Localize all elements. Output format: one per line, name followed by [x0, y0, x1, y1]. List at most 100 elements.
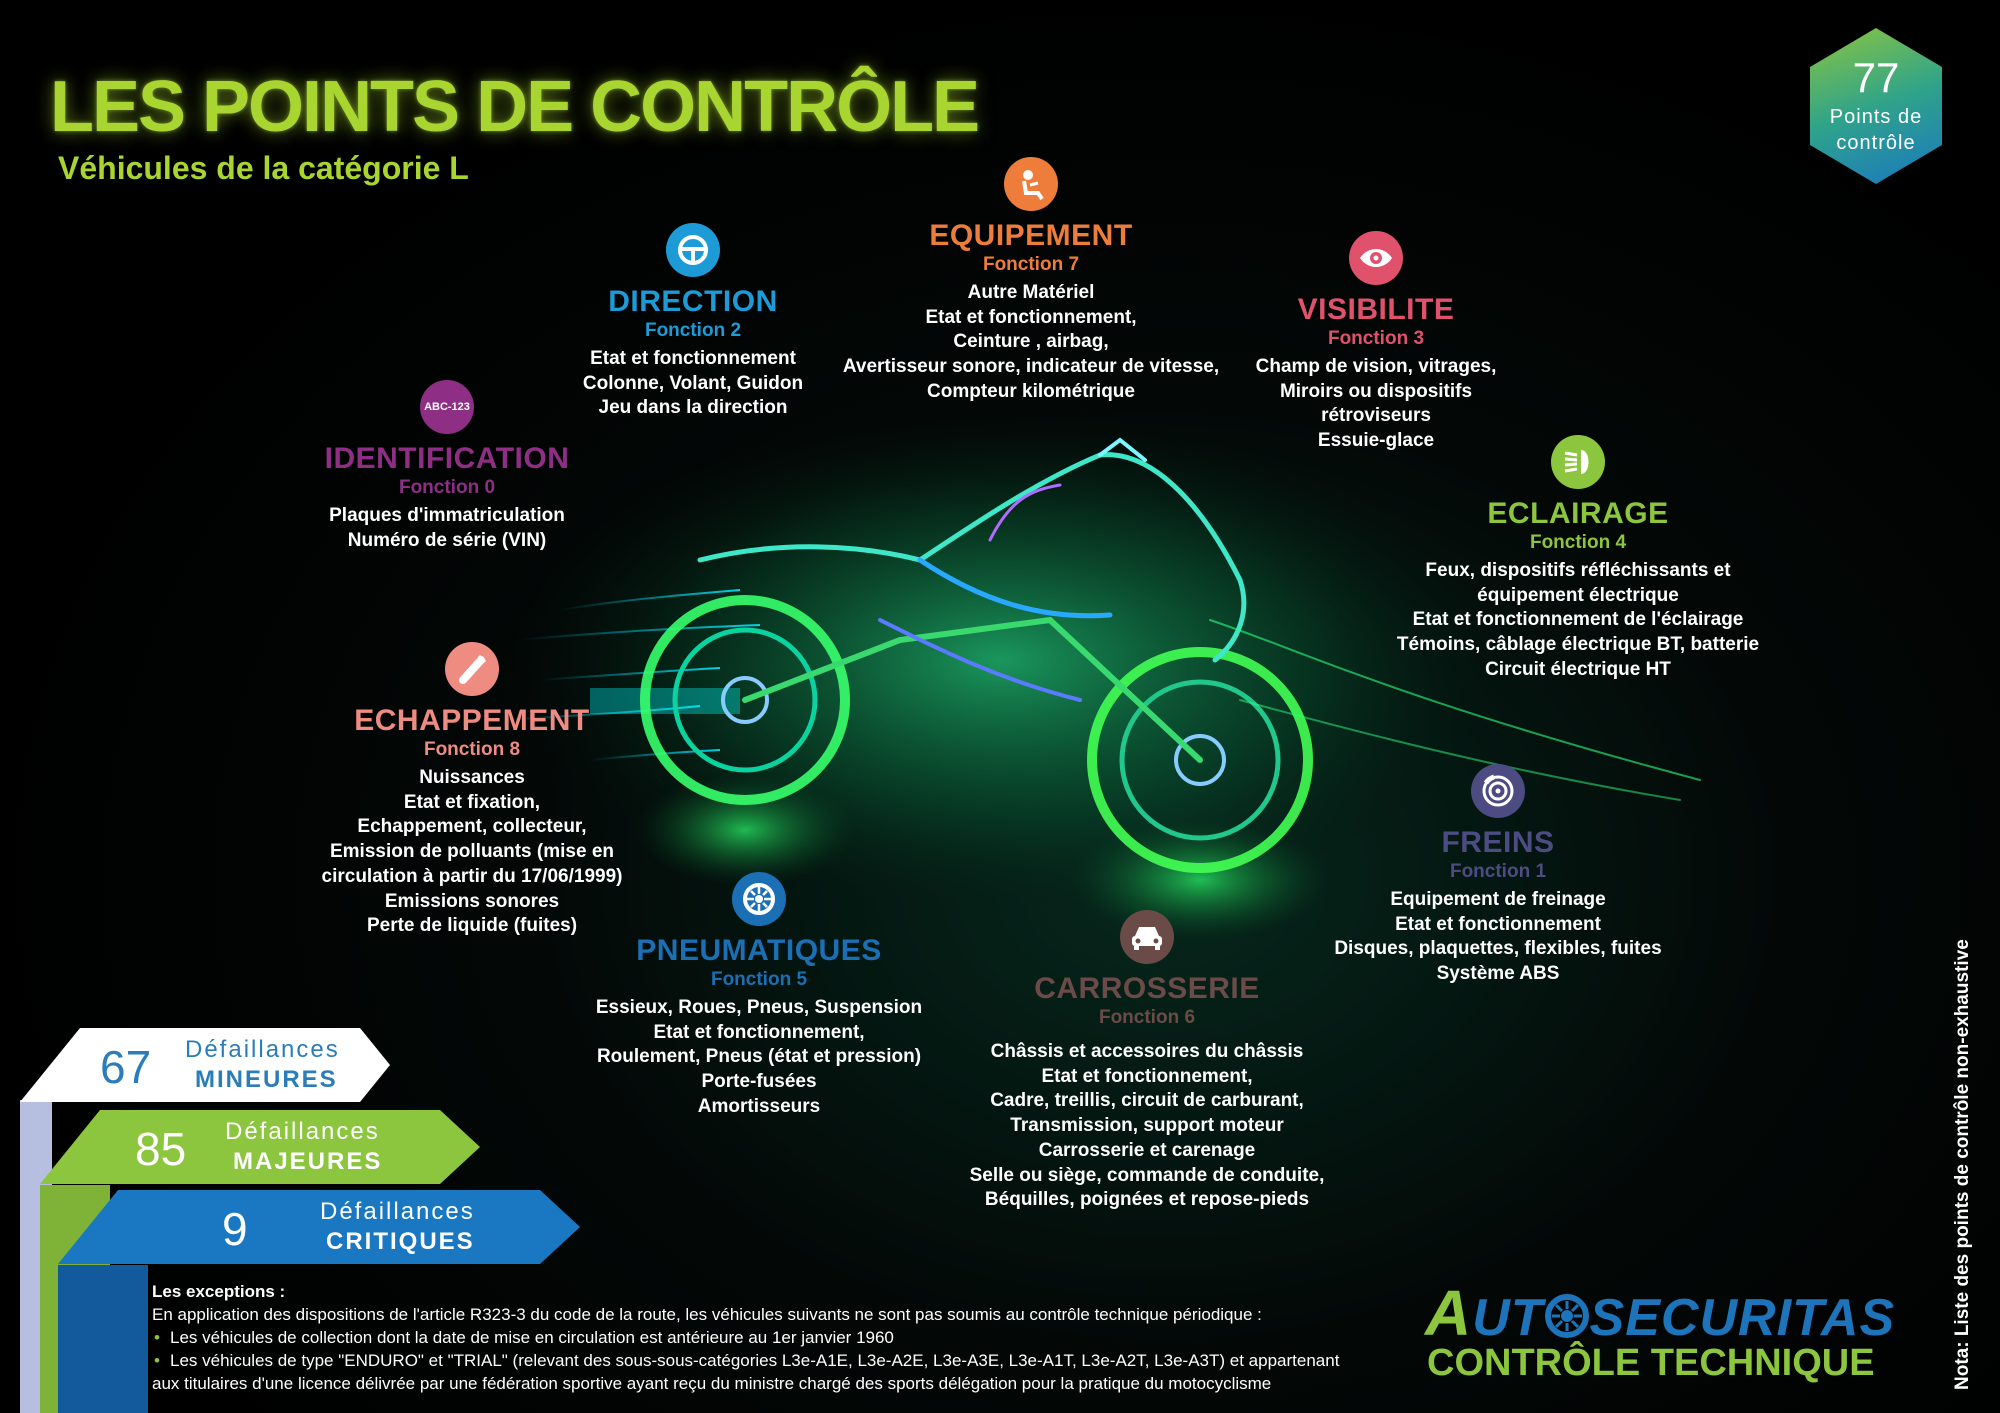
failure-critical: 9 Défaillances CRITIQUES: [58, 1190, 580, 1264]
category-name: PNEUMATIQUES: [636, 934, 882, 967]
category-function: Fonction 8: [423, 739, 521, 760]
category-function: Fonction 5: [710, 969, 808, 990]
category-items: Plaques d'immatriculation Numéro de séri…: [227, 504, 667, 553]
exceptions-block: Les exceptions : En application des disp…: [152, 1280, 1402, 1395]
category-function: Fonction 4: [1529, 532, 1627, 553]
brake-disc-icon: [1471, 764, 1525, 818]
category-name: ECLAIRAGE: [1487, 497, 1669, 530]
failure-major-label: Défaillances: [225, 1118, 380, 1145]
category-item: Jeu dans la direction: [598, 397, 788, 419]
footnote: Nota: Liste des points de contrôle non-e…: [1952, 939, 1973, 1390]
category-item: Selle ou siège, commande de conduite,: [969, 1164, 1325, 1186]
failure-critical-label: Défaillances: [320, 1198, 475, 1225]
headlight-icon: [1551, 435, 1605, 489]
failure-minor-count: 67: [100, 1041, 152, 1093]
category-identification: ABC-123 IDENTIFICATION Fonction 0 Plaque…: [227, 380, 667, 553]
category-item: Etat et fonctionnement,: [1041, 1065, 1253, 1087]
control-points-label: Points de contrôle: [1829, 106, 1923, 154]
category-items: Etat et fonctionnement Colonne, Volant, …: [473, 347, 913, 421]
category-item: Etat et fonctionnement: [590, 348, 796, 369]
category-name: DIRECTION: [608, 285, 778, 318]
category-item: Amortisseurs: [697, 1095, 821, 1117]
category-item: Etat et fonctionnement,: [925, 306, 1137, 328]
category-item: Essieux, Roues, Pneus, Suspension: [595, 997, 923, 1018]
category-direction: DIRECTION Fonction 2 Etat et fonctionnem…: [473, 223, 913, 421]
exception-item-continuation: aux titulaires d'une licence délivrée pa…: [152, 1374, 1272, 1393]
category-items: Equipement de freinage Etat et fonctionn…: [1278, 888, 1718, 987]
steering-wheel-icon: [666, 223, 720, 277]
category-item: Ceinture , airbag,: [953, 331, 1109, 353]
category-name: IDENTIFICATION: [324, 442, 570, 475]
category-item: Miroirs ou dispositifs: [1279, 380, 1473, 402]
category-echappement: ECHAPPEMENT Fonction 8 Nuissances Etat e…: [252, 642, 692, 939]
category-item: Cadre, treillis, circuit de carburant,: [990, 1090, 1304, 1112]
category-items: Nuissances Etat et fixation, Echappement…: [252, 766, 692, 939]
failure-major-severity: MAJEURES: [233, 1148, 383, 1175]
license-plate-text: ABC-123: [424, 401, 470, 413]
category-item: Roulement, Pneus (état et pression): [596, 1046, 922, 1068]
page-title: LES POINTS DE CONTRÔLE: [50, 67, 980, 147]
category-item: Circuit électrique HT: [1485, 658, 1671, 680]
category-items: Autre Matériel Etat et fonctionnement, C…: [811, 281, 1251, 405]
failure-critical-arrow: [58, 1190, 580, 1264]
category-function: Fonction 1: [1449, 861, 1547, 882]
failure-minor-label: Défaillances: [185, 1036, 340, 1063]
exceptions-intro: En application des dispositions de l'art…: [152, 1305, 1262, 1324]
failure-critical-count: 9: [222, 1203, 248, 1255]
category-items: Champ de vision, vitrages, Miroirs ou di…: [1156, 355, 1596, 454]
failure-major: 85 Défaillances MAJEURES: [40, 1110, 480, 1184]
category-item: Etat et fonctionnement: [1395, 913, 1601, 935]
category-item: Plaques d'immatriculation: [329, 505, 565, 526]
category-function: Fonction 3: [1327, 328, 1425, 349]
category-item: Etat et fonctionnement de l'éclairage: [1412, 609, 1744, 631]
category-item: Colonne, Volant, Guidon: [582, 372, 804, 394]
category-item: Echappement, collecteur,: [357, 816, 587, 838]
exhaust-pipe-icon: [445, 642, 499, 696]
exception-item: Les véhicules de collection dont la date…: [152, 1326, 1402, 1349]
category-item: Témoins, câblage électrique BT, batterie: [1396, 634, 1760, 656]
exceptions-title: Les exceptions :: [152, 1282, 286, 1301]
category-function: Fonction 2: [644, 320, 742, 341]
category-item: Transmission, support moteur: [1010, 1115, 1284, 1137]
category-item: Etat et fonctionnement,: [653, 1021, 865, 1043]
category-item: Numéro de série (VIN): [347, 529, 547, 551]
category-eclairage: ECLAIRAGE Fonction 4 Feux, dispositifs r…: [1358, 435, 1798, 683]
exceptions-list: Les véhicules de collection dont la date…: [152, 1326, 1402, 1395]
category-item: Compteur kilométrique: [927, 380, 1135, 402]
category-item: Avertisseur sonore, indicateur de vitess…: [842, 356, 1220, 378]
category-equipement: EQUIPEMENT Fonction 7 Autre Matériel Eta…: [811, 157, 1251, 405]
category-item: Porte-fusées: [701, 1071, 817, 1093]
seated-person-icon: [1004, 157, 1058, 211]
category-visibilite: VISIBILITE Fonction 3 Champ de vision, v…: [1156, 231, 1596, 454]
category-freins: FREINS Fonction 1 Equipement de freinage…: [1278, 764, 1718, 987]
car-front-icon: [1120, 910, 1174, 964]
category-item: Emissions sonores: [384, 890, 560, 912]
category-item: rétroviseurs: [1321, 405, 1431, 427]
category-item: Système ABS: [1436, 963, 1560, 985]
category-item: Feux, dispositifs réfléchissants et: [1425, 560, 1731, 581]
category-name: VISIBILITE: [1297, 293, 1455, 326]
category-item: Perte de liquide (fuites): [366, 915, 578, 937]
category-item: Disques, plaquettes, flexibles, fuites: [1334, 938, 1662, 960]
license-plate-icon: ABC-123: [420, 380, 474, 434]
category-item: Emission de polluants (mise en: [329, 841, 614, 863]
category-items: Essieux, Roues, Pneus, Suspension Etat e…: [539, 996, 979, 1120]
failure-critical-severity: CRITIQUES: [326, 1228, 475, 1255]
page-subtitle: Véhicules de la catégorie L: [58, 150, 469, 186]
category-name: ECHAPPEMENT: [354, 704, 590, 737]
tire-icon: [732, 872, 786, 926]
category-name: CARROSSERIE: [1034, 972, 1260, 1005]
category-item: Béquilles, poignées et repose-pieds: [984, 1189, 1310, 1211]
eye-icon: [1349, 231, 1403, 285]
control-points-count: 77: [1852, 54, 1900, 101]
failure-minor-arrow: [20, 1028, 390, 1102]
failure-major-arrow: [40, 1110, 480, 1184]
category-item: Equipement de freinage: [1390, 889, 1606, 910]
category-carrosserie: CARROSSERIE Fonction 6 Châssis et access…: [927, 910, 1367, 1213]
failure-minor: 67 Défaillances MINEURES: [20, 1028, 390, 1102]
category-function: Fonction 0: [398, 477, 496, 498]
logo-tagline: CONTRÔLE TECHNIQUE: [1427, 1342, 1875, 1384]
